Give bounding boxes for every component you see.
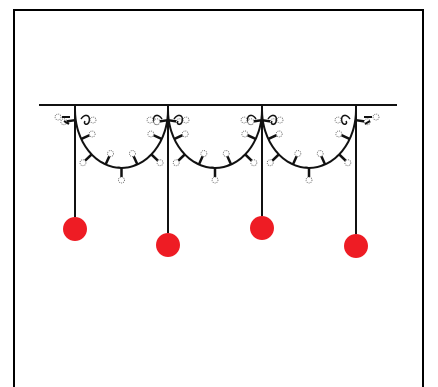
garland-bulb [335,130,351,145]
garlands-group [54,109,380,184]
garland-bulb [78,130,96,141]
garland-bulb [172,149,186,167]
garland-bulb [79,149,93,167]
rod-end-ornament [54,113,70,125]
red-ball [63,217,87,241]
garland-bulb [240,153,258,167]
garland-end-curl [267,114,284,125]
pendants-group [63,105,368,258]
red-ball [250,216,274,240]
red-ball [156,233,180,257]
red-ball [344,234,368,258]
garland-bulb [222,150,233,168]
garland-bulb [146,153,164,167]
garland-bulb [208,166,219,184]
garland-bulb [115,166,125,184]
garland-bulb [147,130,163,145]
garland-bulb [129,150,139,168]
garland-bulb [241,130,257,145]
garland-bulb [265,130,283,141]
garland-bulb [193,150,208,166]
garland-bulb [171,130,189,141]
garland-end-curl [334,114,351,125]
garland-bulb [287,150,302,166]
garland-bulb [316,150,327,168]
garland-bulb [266,149,280,167]
garland-end-curl [80,114,97,125]
garland-bulb [99,150,114,166]
garland-end-curl [173,114,190,125]
garland-bulb [334,153,352,167]
garland-bulb [302,166,313,184]
rod-end-ornament [364,113,380,125]
